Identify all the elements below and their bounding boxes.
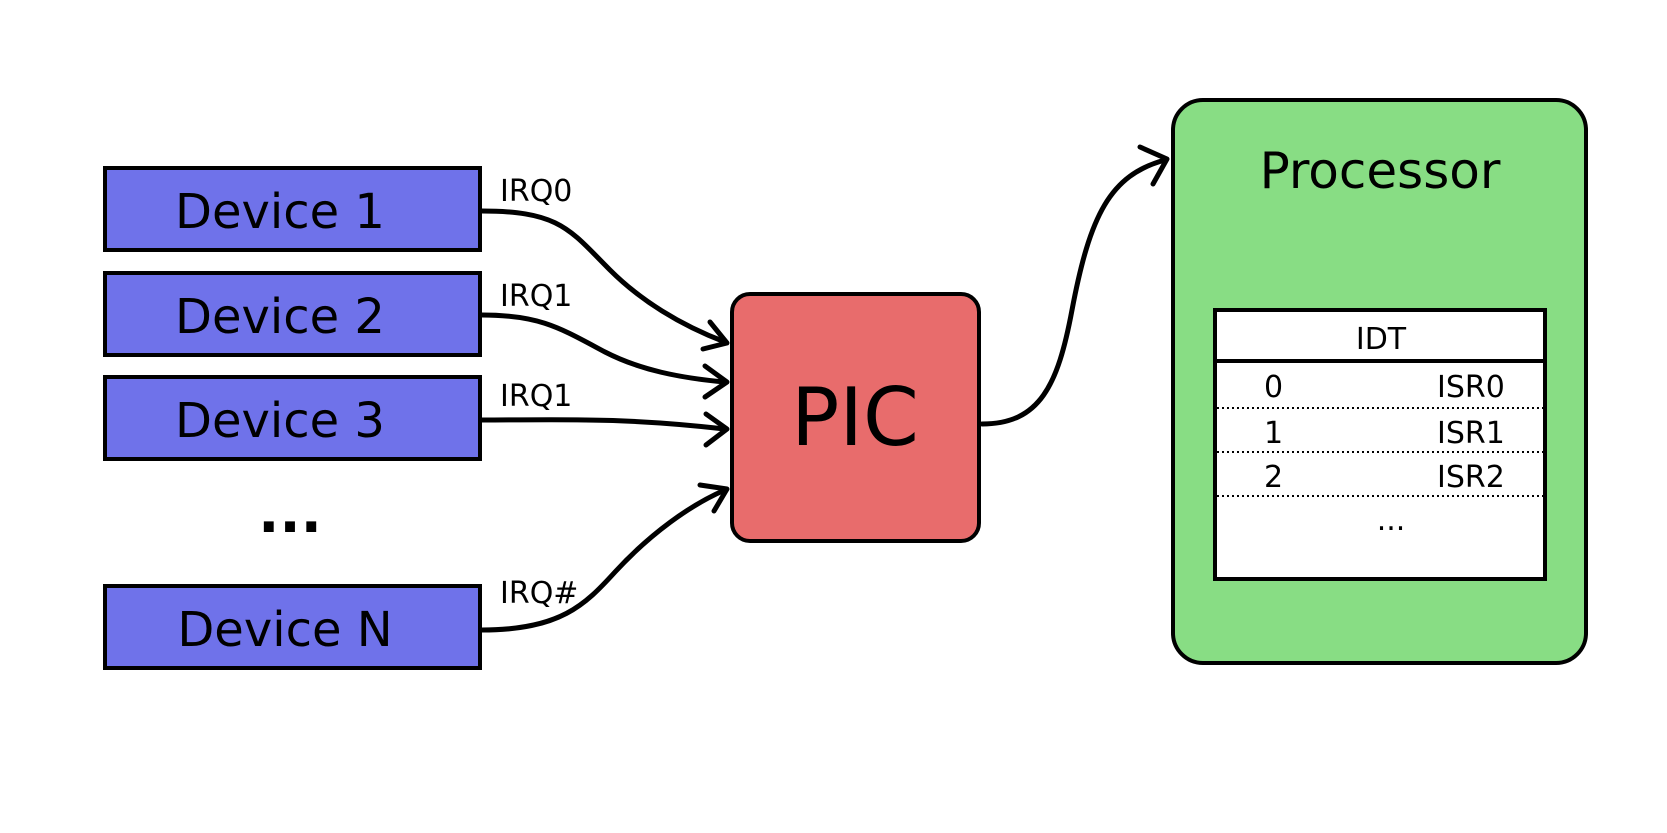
irqn-wire (479, 487, 728, 633)
idt-row-2: 2 ISR2 (1264, 460, 1505, 495)
idt-title: IDT (1356, 322, 1407, 357)
device-3: Device 3 (103, 375, 482, 461)
irq1-arrowhead-b (703, 411, 730, 448)
device-n-label: Device N (177, 602, 392, 658)
idt-row-1: 1 ISR1 (1264, 416, 1505, 451)
irqn-label: IRQ# (500, 576, 578, 611)
irq0-arrowhead (700, 319, 730, 352)
pic-box (730, 292, 981, 543)
device-1-label: Device 1 (175, 184, 385, 240)
pic-to-processor-arrowhead (1137, 144, 1170, 187)
irq0-label: IRQ0 (500, 174, 572, 209)
idt-row-0-index: 0 (1264, 370, 1283, 405)
processor-label: Processor (1260, 142, 1501, 200)
device-2-box (103, 271, 482, 357)
device-2-label: Device 2 (175, 289, 385, 345)
idt-row-1-handler: ISR1 (1437, 416, 1505, 451)
irq1-label-b: IRQ1 (500, 379, 572, 414)
pic-label: PIC (791, 371, 919, 464)
pic-to-processor-wire (979, 157, 1168, 427)
device-n: Device N (103, 584, 482, 670)
pic: PIC (730, 292, 981, 543)
idt-row-2-index: 2 (1264, 460, 1283, 495)
irq1-wire-a (479, 312, 728, 385)
device-1-box (103, 166, 482, 252)
idt-row-1-index: 1 (1264, 416, 1283, 451)
device-3-box (103, 375, 482, 461)
idt-ellipsis: ... (1377, 503, 1406, 538)
idt-row-2-handler: ISR2 (1437, 460, 1505, 495)
irq0-wire (479, 208, 728, 345)
irq1-label-a: IRQ1 (500, 279, 572, 314)
idt-row-0: 0 ISR0 (1264, 370, 1505, 405)
device-n-box (103, 584, 482, 670)
devices-ellipsis: ... (258, 481, 322, 546)
idt-row-0-handler: ISR0 (1437, 370, 1505, 405)
idt-box (1213, 308, 1547, 581)
processor: Processor IDT 0 ISR0 1 ISR1 2 ISR2 ... (1171, 98, 1588, 665)
device-3-label: Device 3 (175, 393, 385, 449)
device-2: Device 2 (103, 271, 482, 357)
irqn-arrowhead (697, 482, 730, 514)
idt-table: IDT 0 ISR0 1 ISR1 2 ISR2 ... (1213, 308, 1547, 581)
irq1-arrowhead-a (702, 363, 730, 400)
device-1: Device 1 (103, 166, 482, 252)
irq1-wire-b (479, 417, 728, 432)
